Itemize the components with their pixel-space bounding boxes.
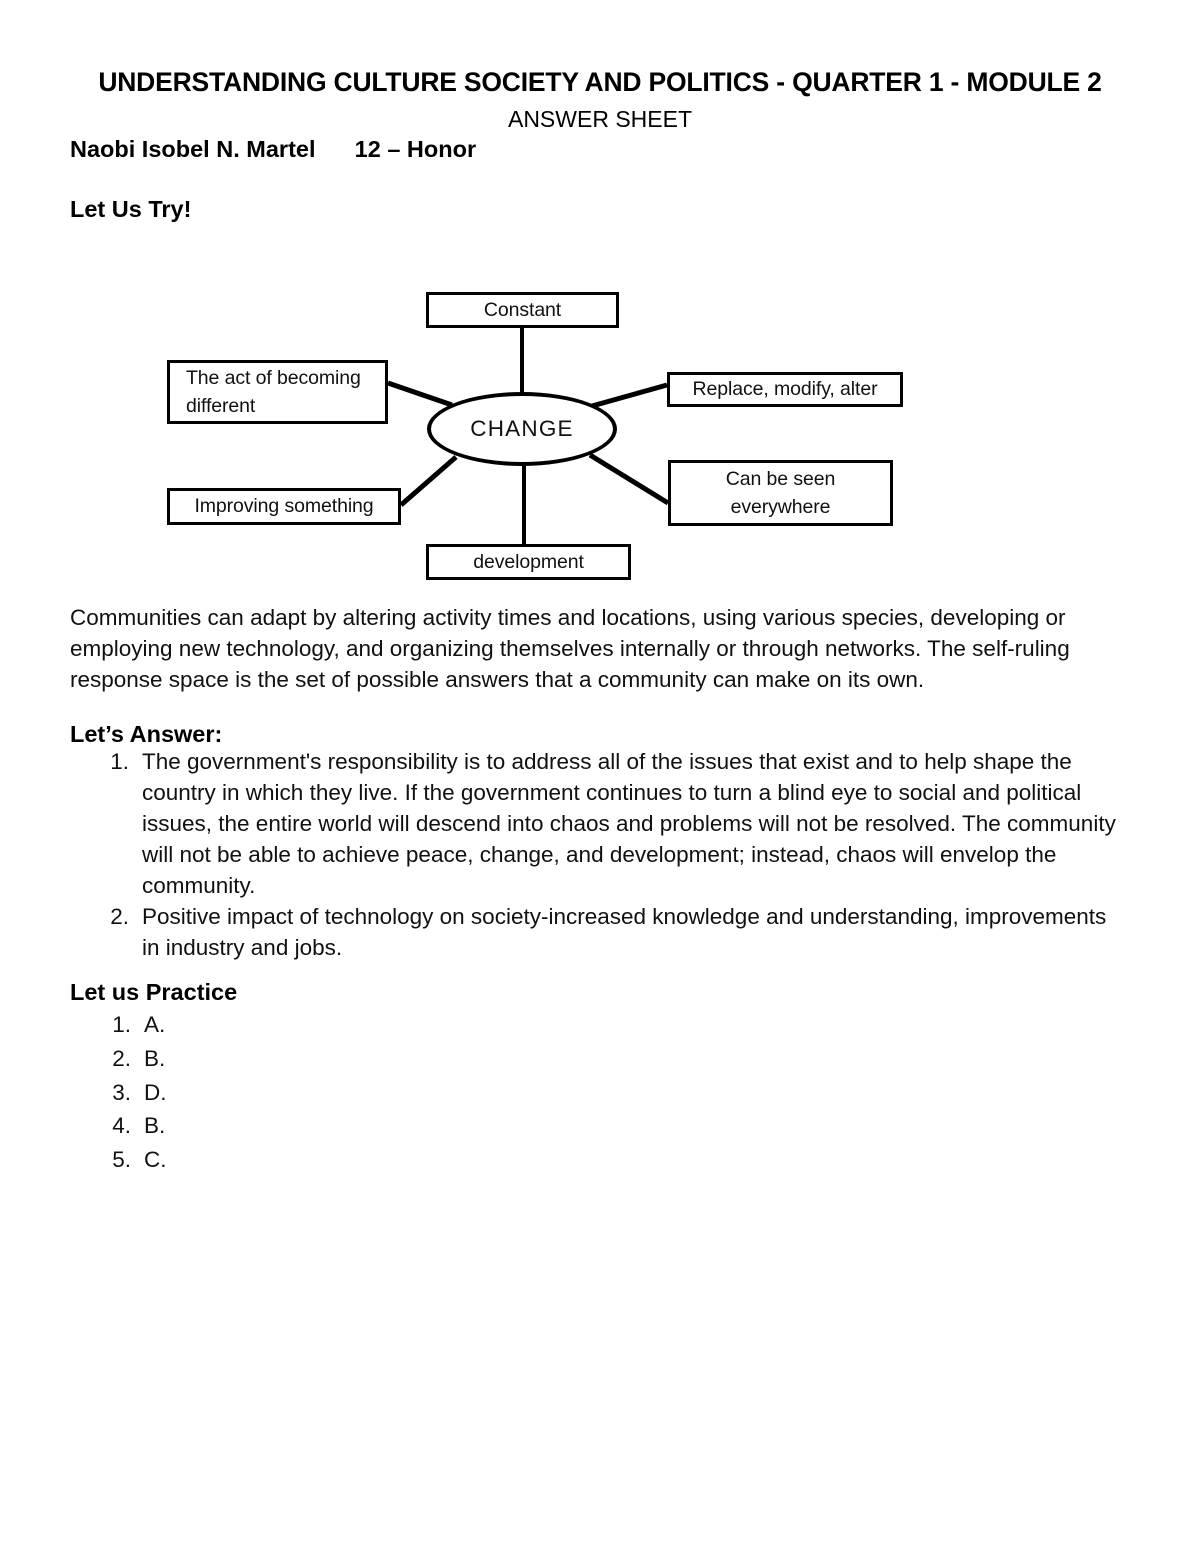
let-us-try-paragraph: Communities can adapt by altering activi… [70, 605, 1070, 693]
list-item-marker: 5. [112, 1147, 131, 1172]
list-item: 4. B. [104, 1109, 504, 1143]
list-item: 2. Positive impact of technology on soci… [104, 901, 1122, 963]
list-item-text: D. [144, 1079, 167, 1105]
lets-answer-list: 1. The government's responsibility is to… [104, 746, 1122, 963]
list-item: 5. C. [104, 1143, 504, 1177]
student-name-and-section: Naobi Isobel N. Martel 12 – Honor [70, 136, 477, 162]
list-item-text: A. [144, 1012, 166, 1037]
diagram-node-development-label: development [473, 550, 584, 573]
diagram-center-node-label: CHANGE [470, 416, 574, 441]
list-item-marker: 2. [112, 1045, 131, 1071]
connector-center-to-seen [588, 452, 670, 506]
list-item-marker: 3. [112, 1079, 131, 1105]
diagram-node-act-of-becoming-different-label: The act of becoming different [186, 366, 361, 417]
connector-center-to-act [387, 380, 453, 408]
list-item: 3. D. [104, 1076, 504, 1110]
connector-center-to-improving [399, 455, 458, 507]
list-item-marker: 1. [112, 1012, 131, 1037]
diagram-node-can-be-seen-everywhere: Can be seen everywhere [668, 460, 893, 526]
diagram-node-can-be-seen-everywhere-label: Can be seen everywhere [725, 467, 836, 518]
diagram-node-development: development [426, 544, 631, 580]
diagram-node-replace-modify-alter-label: Replace, modify, alter [692, 378, 878, 401]
diagram-node-replace-modify-alter: Replace, modify, alter [667, 372, 903, 407]
diagram-center-node-change: CHANGE [427, 392, 617, 466]
page-title: UNDERSTANDING CULTURE SOCIETY AND POLITI… [98, 67, 1102, 97]
page-subtitle: ANSWER SHEET [507, 106, 693, 132]
diagram-node-act-of-becoming-different: The act of becoming different [167, 360, 388, 424]
diagram-connector-lines [387, 328, 670, 544]
list-item: 1. The government's responsibility is to… [104, 746, 1122, 901]
section-heading-let-us-try: Let Us Try! [70, 196, 192, 222]
change-concept-map: Constant The act of becoming different R… [0, 265, 1200, 595]
section-heading-let-us-practice: Let us Practice [70, 979, 238, 1005]
list-item-text: B. [144, 1113, 166, 1139]
diagram-node-constant: Constant [426, 292, 619, 328]
section-heading-lets-answer: Let’s Answer: [70, 721, 223, 747]
list-item-text: B. [144, 1045, 166, 1071]
list-item: 1. A. [104, 1008, 504, 1042]
list-item-marker: 4. [112, 1113, 131, 1139]
list-item-marker: 2. [110, 904, 129, 930]
list-item-marker: 1. [110, 749, 129, 774]
connector-center-to-replace [591, 382, 668, 409]
list-item-text: The government's responsibility is to ad… [142, 749, 1116, 899]
list-item-text: Positive impact of technology on society… [142, 904, 1107, 961]
diagram-node-improving-something: Improving something [167, 488, 401, 525]
list-item: 2. B. [104, 1042, 504, 1076]
diagram-node-constant-label: Constant [483, 298, 562, 321]
let-us-practice-list: 1. A. 2. B. 3. D. 4. B. 5. C. [104, 1008, 504, 1177]
list-item-text: C. [144, 1147, 167, 1172]
diagram-node-improving-something-label: Improving something [194, 495, 374, 518]
